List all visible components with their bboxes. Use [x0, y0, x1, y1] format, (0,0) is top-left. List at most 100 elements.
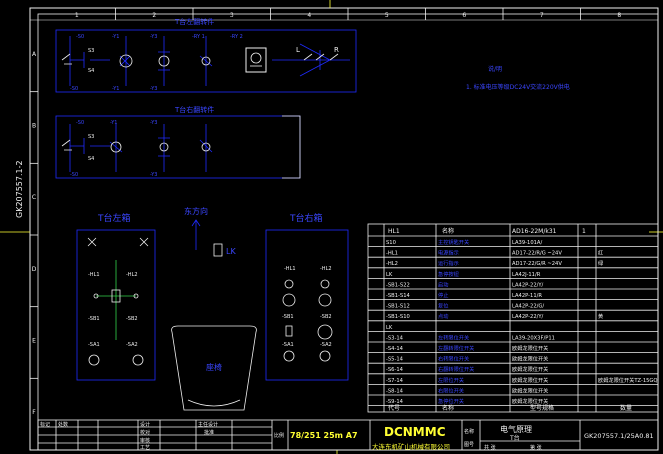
svg-text:-S0: -S0 [70, 172, 78, 178]
frame-row-letter: B [32, 123, 36, 130]
svg-text:S4: S4 [88, 68, 94, 74]
schematic-a: T台左翻转件 L R -S0 S3 S4 -Y1 -Y3 -RY 1 -RY 2… [55, 17, 357, 93]
svg-text:-HL2: -HL2 [320, 266, 332, 272]
seat-label: 座椅 [206, 362, 222, 372]
frame-col-number: 8 [617, 12, 621, 19]
frame-col-number: 2 [152, 12, 156, 19]
company-name: 大连东机矿山机械有限公司 [372, 442, 450, 451]
panel-layout: T台左箱 T台右箱 东方向 LK -HL1 -HL2 -SB1 -SB2 -SA… [76, 206, 349, 411]
frame-col-number: 5 [385, 12, 389, 19]
notes-line: 1. 标准电压等级DC24V交流220V供电 [466, 83, 570, 91]
svg-text:-S0: -S0 [76, 120, 84, 126]
svg-text:名称: 名称 [442, 227, 454, 235]
table-cell: 点动 [438, 313, 448, 320]
svg-text:设计: 设计 [140, 421, 150, 428]
table-cell: 右限位开关 [438, 386, 464, 394]
svg-text:S3: S3 [88, 134, 94, 140]
svg-text:-SA1: -SA1 [88, 342, 100, 348]
center-label: LK [226, 247, 236, 256]
side-drawing-code: GK207557.1-2 [15, 160, 24, 218]
table-cell: 急停位开关 [438, 397, 464, 405]
schematic-a-title: T台左翻转件 [174, 17, 214, 26]
svg-text:数量: 数量 [620, 404, 632, 412]
table-cell: 欧姆龙限位开关 [512, 386, 548, 394]
table-cell: -SB1-S14 [386, 293, 410, 299]
table-cell: LA42P-22/Y/ [512, 314, 544, 320]
table-cell: 黄 [598, 312, 603, 320]
svg-text:标记: 标记 [40, 421, 50, 428]
table-cell: 红 [598, 249, 603, 257]
table-cell: 运行指示 [438, 259, 459, 267]
table-cell: LK [386, 272, 393, 278]
frame-row-letter: A [32, 51, 37, 58]
brand-logo: DCNMMC [384, 425, 446, 439]
svg-text:主任设计: 主任设计 [198, 421, 218, 428]
frame-col-number: 1 [75, 12, 79, 19]
table-cell: 绿 [598, 259, 604, 267]
svg-text:T台: T台 [509, 434, 520, 442]
svg-text:-Y3: -Y3 [150, 120, 157, 126]
table-cell: AD17-22/R/G ~24V [512, 251, 562, 257]
svg-text:共 张: 共 张 [484, 444, 496, 451]
svg-text:R: R [334, 46, 339, 54]
svg-text:处数: 处数 [58, 421, 68, 428]
svg-text:AD16-22M/k31: AD16-22M/k31 [512, 228, 557, 235]
svg-text:名称: 名称 [464, 428, 474, 435]
svg-text:-SB1: -SB1 [88, 316, 100, 322]
table-cell: -SB1-S10 [386, 314, 410, 320]
title-stamp: 78/251 25m A7 [290, 431, 358, 440]
svg-text:型号规格: 型号规格 [530, 404, 554, 412]
svg-text:-SB1: -SB1 [282, 314, 294, 320]
svg-text:-RY 1: -RY 1 [192, 34, 205, 40]
svg-text:S4: S4 [88, 156, 94, 162]
table-cell: 欧姆龙限位开关 [512, 344, 548, 352]
table-cell: 欧姆龙限位开关 [512, 376, 548, 384]
frame-row-letter: D [32, 266, 37, 273]
table-cell: 复位 [438, 302, 448, 310]
table-cell: 欧姆龙限位开关 [512, 397, 548, 405]
svg-text:-Y3: -Y3 [150, 34, 157, 40]
table-cell: -S3-14 [386, 335, 404, 341]
table-cell: 左翻转限位开关 [438, 344, 474, 352]
table-cell: 左转限位开关 [438, 333, 469, 341]
drawing-number: GK207557.1/25A0.81 [584, 432, 654, 440]
left-box-title: T台左箱 [97, 212, 131, 224]
notes-heading: 说/明 [488, 65, 502, 73]
svg-text:S3: S3 [88, 48, 94, 54]
frame-col-number: 4 [307, 12, 311, 19]
svg-text:-Y1: -Y1 [112, 86, 119, 92]
svg-text:比例: 比例 [274, 432, 284, 439]
svg-text:-HL1: -HL1 [88, 272, 100, 278]
table-cell: LK [386, 325, 393, 331]
schematic-b-title: T台右翻转件 [174, 105, 214, 114]
table-cell: 欧姆龙限位开关 [512, 365, 548, 373]
table-cell: 欧姆龙限位开关TZ-15GQ [598, 376, 658, 384]
svg-text:代号: 代号 [388, 404, 400, 412]
frame-col-number: 6 [462, 12, 466, 19]
table-cell: 主控钥匙开关 [438, 238, 469, 246]
svg-text:-Y3: -Y3 [150, 86, 157, 92]
svg-text:-SB2: -SB2 [126, 316, 138, 322]
table-cell: LA39-101A/ [512, 240, 542, 246]
table-cell: LA39-20X3F/P11 [512, 335, 555, 341]
frame-row-letter: C [32, 194, 36, 201]
right-box-title: T台右箱 [289, 212, 323, 224]
svg-text:-HL1: -HL1 [284, 266, 296, 272]
table-cell: 急停按钮 [438, 270, 459, 278]
svg-text:-S0: -S0 [76, 34, 84, 40]
table-cell: S10 [386, 240, 396, 246]
drawing-title: 电气原理 [500, 424, 532, 434]
table-cell: -S8-14 [386, 388, 404, 394]
svg-text:-Y1: -Y1 [110, 120, 117, 126]
table-cell: 欧姆龙限位开关 [512, 355, 548, 363]
table-cell: -S9-14 [386, 399, 404, 405]
svg-text:L: L [296, 46, 300, 54]
table-cell: 左限位开关 [438, 376, 464, 384]
table-cell: -S4-14 [386, 346, 404, 352]
table-cell: 右翻转限位开关 [438, 365, 474, 373]
svg-text:第 张: 第 张 [530, 444, 542, 451]
